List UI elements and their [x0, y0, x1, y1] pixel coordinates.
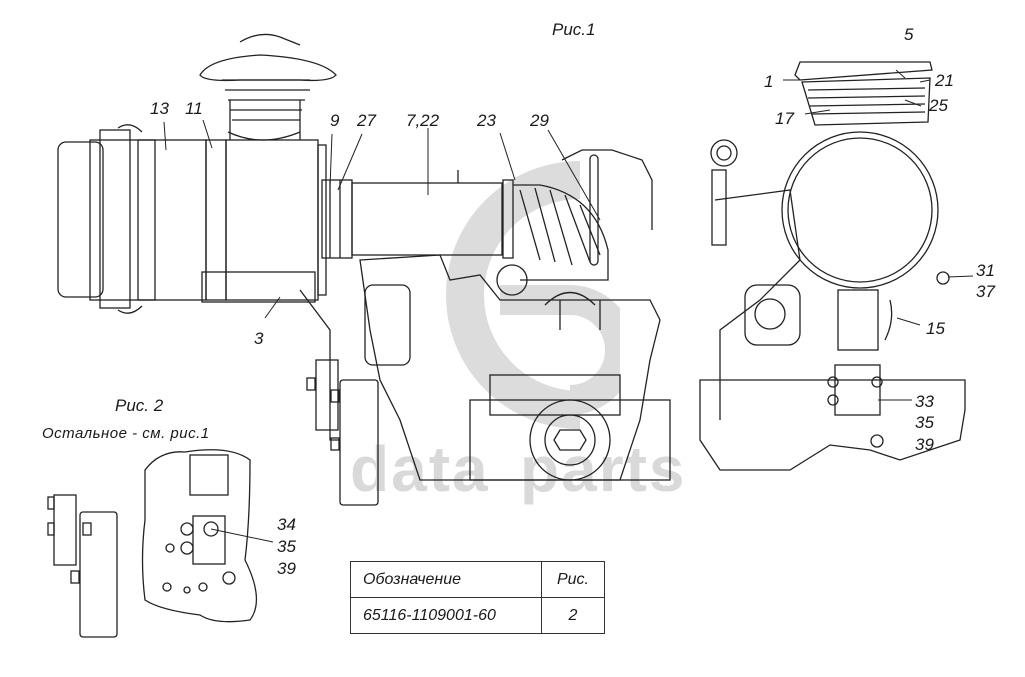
fig2-bracket-side: [47, 494, 118, 638]
cell-figure: 2: [541, 597, 605, 634]
engine-block: [359, 149, 671, 481]
fig1-caption: Рис.1: [552, 20, 596, 39]
callout-21: 21: [935, 71, 954, 90]
mount-bracket: [299, 289, 379, 506]
callout-9: 9: [330, 111, 340, 130]
callout-35-fig2: 35: [277, 537, 296, 556]
header-designation: Обозначение: [350, 561, 542, 598]
front-view-air-cleaner: [781, 61, 950, 351]
intake-pipe: [321, 170, 514, 259]
callout-25: 25: [929, 96, 948, 115]
callout-15: 15: [926, 319, 945, 338]
callout-11: 11: [185, 99, 203, 118]
fig2-caption: Рис. 2: [115, 396, 164, 415]
fig2-detail-view: [141, 449, 258, 623]
callout-33: 33: [915, 392, 934, 411]
header-figure: Рис.: [541, 561, 605, 598]
fig2-note: Остальное - см. рис.1: [42, 425, 210, 442]
intake-hood: [199, 33, 337, 141]
callout-1: 1: [764, 72, 774, 91]
turbo-fan: [496, 184, 609, 296]
callout-5: 5: [904, 25, 914, 44]
callout-7-22: 7,22: [406, 111, 440, 130]
cell-designation: 65116-1109001-60: [350, 597, 542, 634]
callout-35-front: 35: [915, 413, 934, 432]
watermark-text-data: data: [350, 433, 490, 505]
leader-lines: [163, 69, 974, 543]
callout-39-fig2: 39: [277, 559, 296, 578]
callout-27: 27: [357, 111, 376, 130]
callout-13: 13: [150, 99, 169, 118]
callout-23: 23: [477, 111, 496, 130]
watermark-text-parts: parts: [520, 433, 687, 505]
callout-34: 34: [277, 515, 296, 534]
callout-39-front: 39: [915, 435, 934, 454]
callout-17: 17: [775, 109, 794, 128]
table-row: 65116-1109001-60 2: [350, 597, 605, 634]
front-view-engine-side: [699, 139, 966, 471]
spec-table: Обозначение Рис. 65116-1109001-60 2: [350, 561, 605, 634]
callout-31: 31: [976, 261, 995, 280]
callout-3: 3: [254, 329, 264, 348]
watermark-logo-icon: [446, 161, 620, 429]
spec-table-header: Обозначение Рис.: [350, 561, 605, 598]
air-cleaner-body: [57, 124, 327, 314]
callout-37: 37: [976, 282, 995, 301]
callout-29: 29: [530, 111, 549, 130]
